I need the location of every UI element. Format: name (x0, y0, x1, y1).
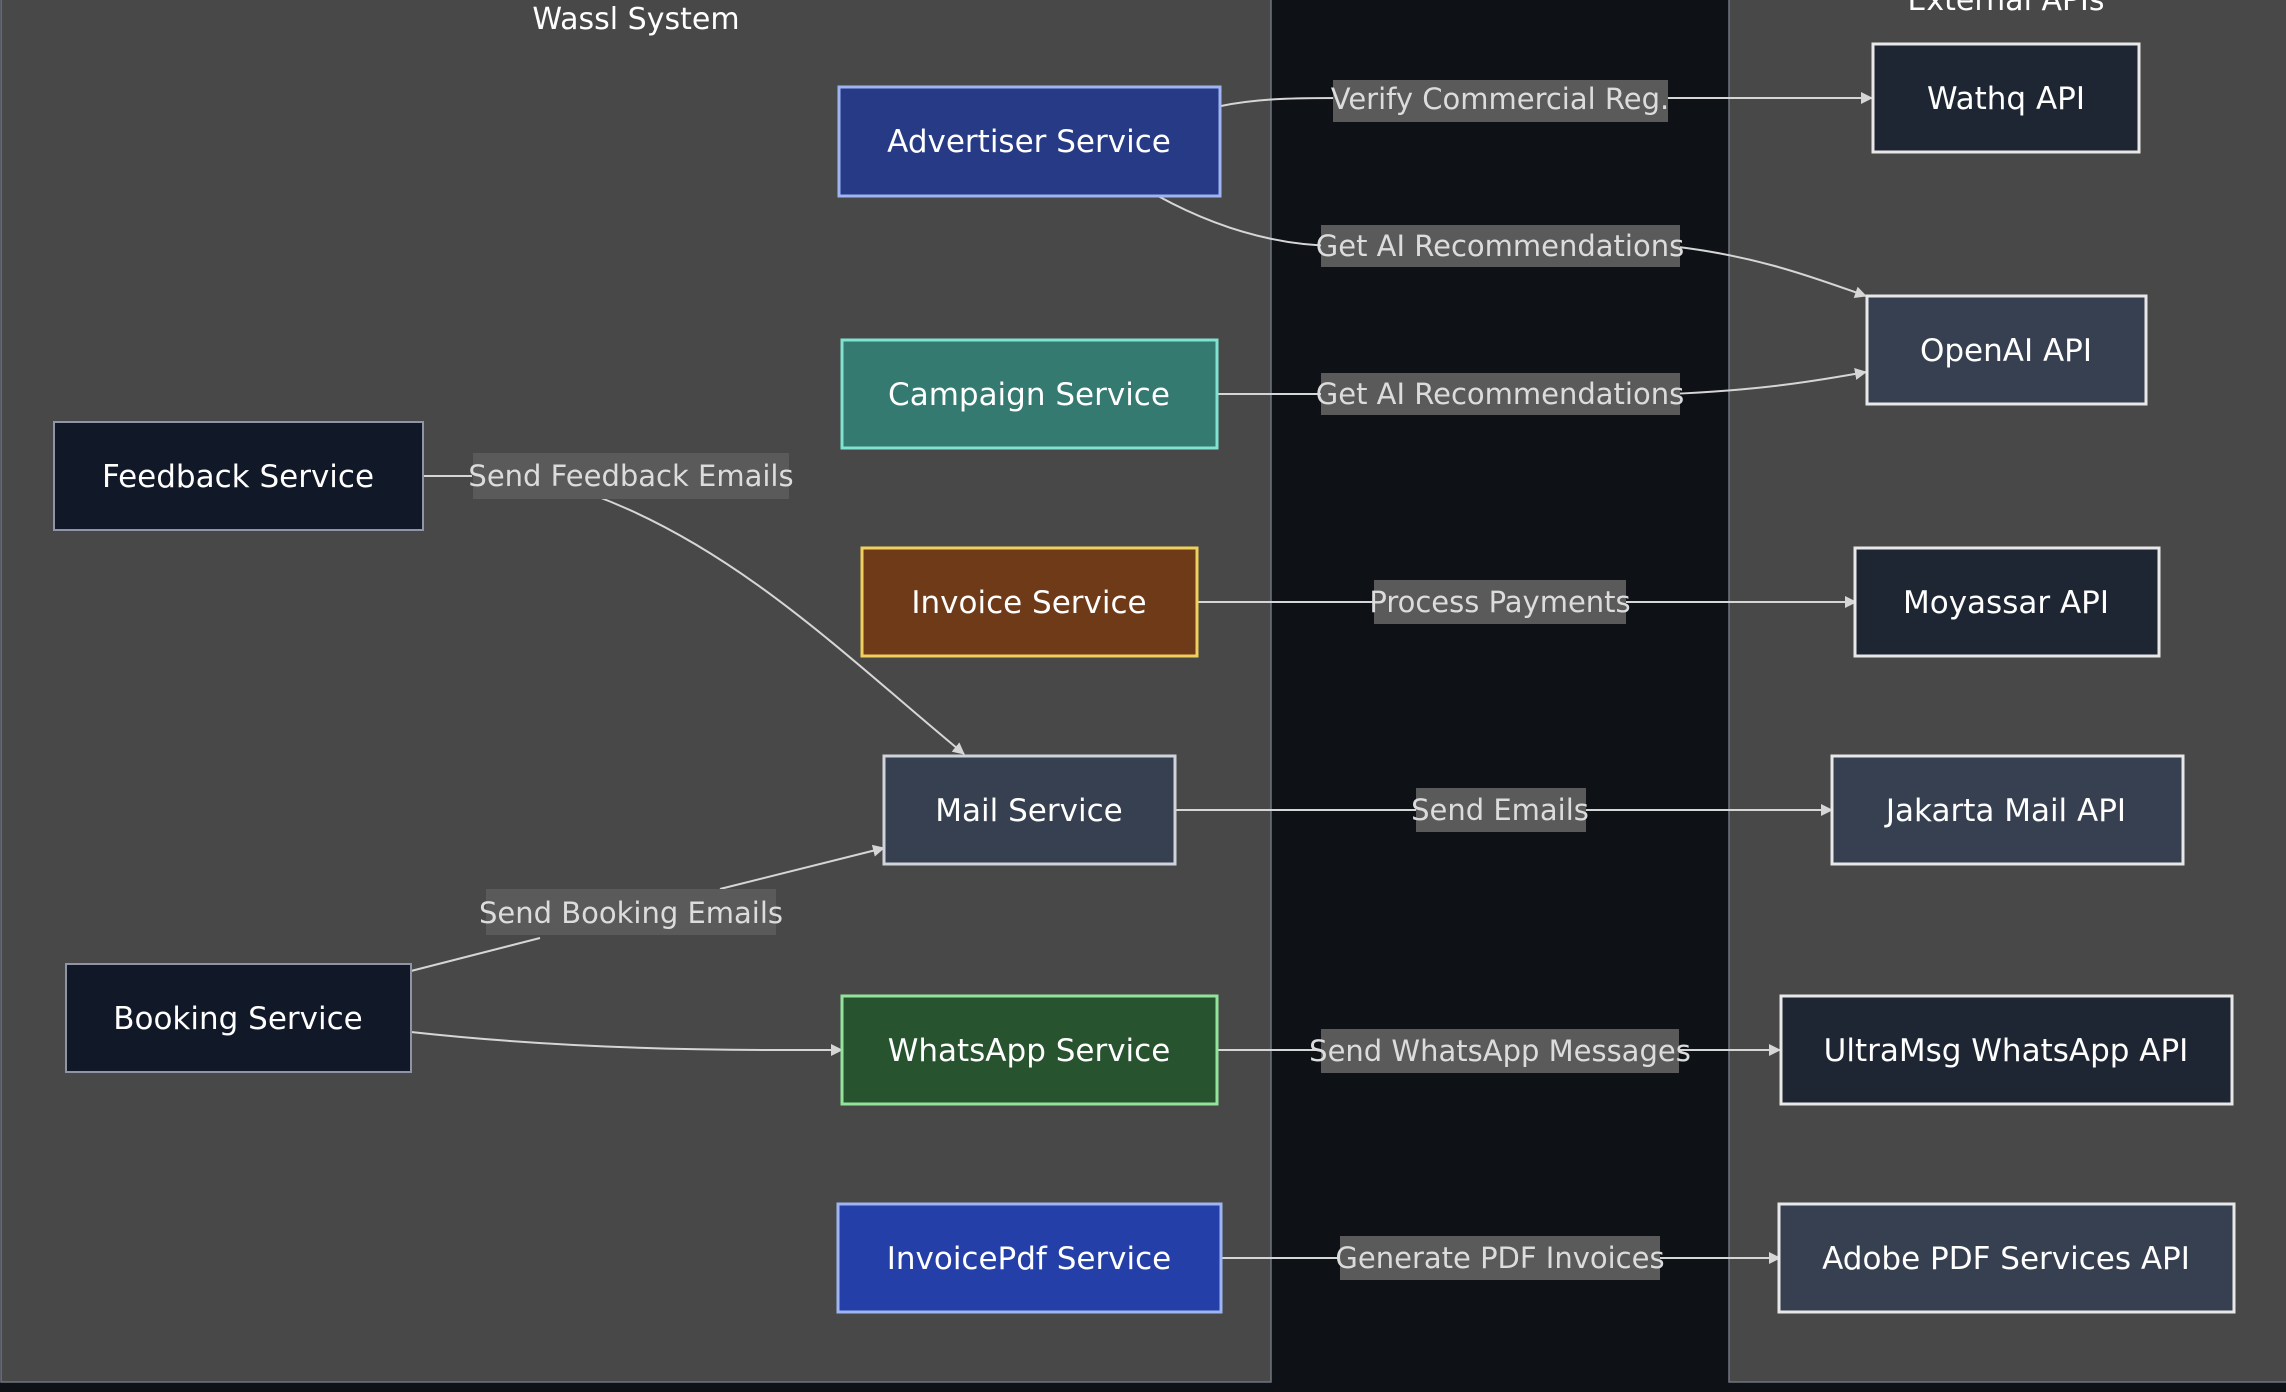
edge-label-ai-advertiser-text: Get AI Recommendations (1316, 229, 1684, 263)
node-adobe-pdf-services-api[interactable]: Adobe PDF Services API (1777, 1202, 2236, 1314)
edge-label-booking-emails: Send Booking Emails (479, 889, 783, 935)
node-adobe-pdf-services-api-box (1777, 1202, 2236, 1314)
edge-label-whatsapp-messages: Send WhatsApp Messages (1309, 1029, 1691, 1073)
nodes-system: Advertiser Service Campaign Service Feed… (53, 85, 1223, 1314)
node-advertiser-service-box (837, 85, 1222, 198)
node-whatsapp-service[interactable]: WhatsApp Service (840, 994, 1219, 1106)
edge-label-emails: Send Emails (1411, 788, 1589, 832)
node-mail-service-box (882, 754, 1177, 866)
edge-label-payments-text: Process Payments (1369, 585, 1630, 619)
node-jakarta-mail-api-label: Jakarta Mail API (1884, 793, 2126, 829)
node-mail-service[interactable]: Mail Service (882, 754, 1177, 866)
node-ultramsg-whatsapp-api-box (1779, 994, 2234, 1106)
edge-campaign-openai (1218, 368, 1867, 395)
node-advertiser-service-label: Advertiser Service (887, 124, 1171, 160)
node-wathq-api-box (1871, 42, 2141, 154)
node-adobe-pdf-services-api-label: Adobe PDF Services API (1822, 1241, 2190, 1277)
node-whatsapp-service-label: WhatsApp Service (888, 1033, 1171, 1069)
edge-label-ai-campaign-text: Get AI Recommendations (1316, 377, 1684, 411)
group-external-apis-box (1728, 0, 2286, 1383)
node-moyassar-api-box (1853, 546, 2161, 658)
node-booking-service[interactable]: Booking Service (65, 963, 412, 1073)
group-wassl-system: Wassl System (0, 0, 1272, 1383)
group-external-apis-title: External APIs (1907, 0, 2104, 18)
edge-feedback-mail (424, 475, 964, 754)
node-invoice-service-box (860, 546, 1199, 658)
edge-label-verify-reg: Verify Commercial Reg. (1331, 80, 1669, 122)
edge-label-feedback-emails-text: Send Feedback Emails (468, 459, 793, 493)
edge-label-verify-reg-text: Verify Commercial Reg. (1331, 82, 1669, 116)
edge-label-ai-advertiser: Get AI Recommendations (1316, 225, 1684, 267)
node-invoicepdf-service[interactable]: InvoicePdf Service (836, 1202, 1223, 1314)
edge-label-ai-campaign: Get AI Recommendations (1316, 373, 1684, 415)
node-invoicepdf-service-label: InvoicePdf Service (887, 1241, 1172, 1277)
edge-booking-whatsapp (410, 1031, 843, 1056)
group-wassl-system-title: Wassl System (532, 2, 739, 37)
node-openai-api[interactable]: OpenAI API (1865, 294, 2148, 406)
node-feedback-service-box (53, 421, 424, 531)
edge-label-whatsapp-messages-text: Send WhatsApp Messages (1309, 1034, 1691, 1068)
edge-label-emails-text: Send Emails (1411, 793, 1589, 827)
node-invoicepdf-service-box (836, 1202, 1223, 1314)
node-openai-api-label: OpenAI API (1920, 333, 2092, 369)
node-wathq-api[interactable]: Wathq API (1871, 42, 2141, 154)
node-ultramsg-whatsapp-api-label: UltraMsg WhatsApp API (1824, 1033, 2189, 1069)
node-ultramsg-whatsapp-api[interactable]: UltraMsg WhatsApp API (1779, 994, 2234, 1106)
node-invoice-service-label: Invoice Service (911, 585, 1146, 621)
node-feedback-service[interactable]: Feedback Service (53, 421, 424, 531)
edge-label-payments: Process Payments (1369, 580, 1631, 624)
edge-booking-mail (410, 848, 884, 972)
edge-label-feedback-emails: Send Feedback Emails (468, 453, 794, 499)
node-wathq-api-label: Wathq API (1927, 81, 2085, 117)
node-campaign-service[interactable]: Campaign Service (840, 338, 1219, 450)
group-wassl-system-box (0, 0, 1272, 1383)
node-jakarta-mail-api-box (1830, 754, 2185, 866)
edge-label-booking-emails-text: Send Booking Emails (479, 896, 783, 930)
node-invoice-service[interactable]: Invoice Service (860, 546, 1199, 658)
edge-label-pdf-invoices-text: Generate PDF Invoices (1335, 1241, 1664, 1275)
node-whatsapp-service-box (840, 994, 1219, 1106)
node-booking-service-label: Booking Service (113, 1001, 363, 1037)
node-moyassar-api[interactable]: Moyassar API (1853, 546, 2161, 658)
nodes-external: Wathq API OpenAI API Moyassar API Jakart… (1777, 42, 2236, 1314)
node-advertiser-service[interactable]: Advertiser Service (837, 85, 1222, 198)
node-booking-service-box (65, 963, 412, 1073)
node-campaign-service-box (840, 338, 1219, 450)
node-mail-service-label: Mail Service (935, 793, 1122, 829)
node-feedback-service-label: Feedback Service (102, 459, 374, 495)
node-openai-api-box (1865, 294, 2148, 406)
node-campaign-service-label: Campaign Service (888, 377, 1170, 413)
node-moyassar-api-label: Moyassar API (1903, 585, 2109, 621)
edge-label-pdf-invoices: Generate PDF Invoices (1335, 1236, 1665, 1280)
node-jakarta-mail-api[interactable]: Jakarta Mail API (1830, 754, 2185, 866)
edge-labels: Verify Commercial Reg. Get AI Recommenda… (468, 80, 1691, 1280)
group-external-apis: External APIs (1728, 0, 2286, 1383)
